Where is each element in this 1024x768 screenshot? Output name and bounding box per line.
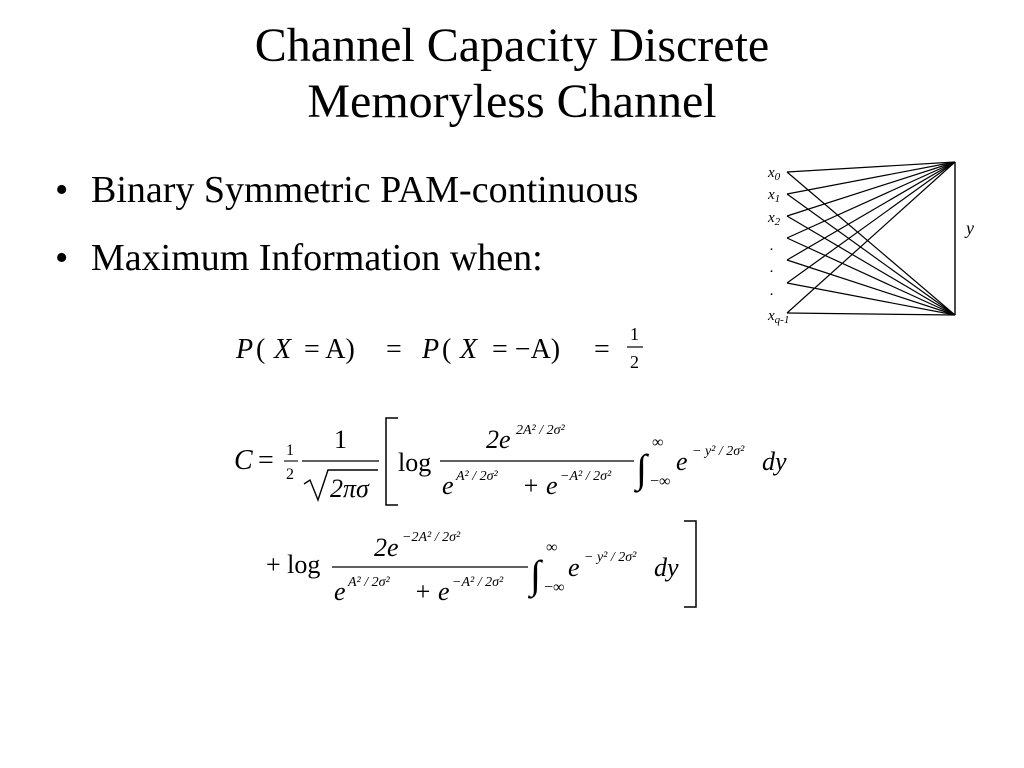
cap-den-e1: e (442, 471, 454, 500)
edge-to-bottom-0 (786, 171, 956, 316)
cap-int-upper-2: ∞ (546, 539, 557, 556)
cap-int-upper-1: ∞ (652, 434, 663, 451)
edge-to-bottom-3 (786, 237, 956, 316)
edge-to-top-5 (786, 161, 956, 284)
output-label: y (964, 218, 974, 238)
cap-den-exp2: −A² / 2σ² (560, 469, 612, 484)
cap-integrand-e-1: e (676, 447, 688, 476)
cap-integral-1: ∫ (633, 446, 650, 493)
bullet-dot: • (55, 169, 69, 211)
capacity-equation-line1: C = 1 2 1 2πσ log 2e 2A² / 2σ² e A² / 2σ… (234, 417, 787, 506)
channel-edges (786, 161, 956, 316)
cap-plus-log: + log (266, 550, 320, 579)
eq-lp: ( (256, 334, 265, 365)
edge-to-bottom-1 (786, 193, 956, 316)
cap-int-lower-1: −∞ (650, 473, 670, 490)
slide-title: Channel Capacity Discrete Memoryless Cha… (0, 18, 1024, 130)
cap-dy-2: dy (654, 553, 679, 582)
bullet-dot: • (55, 237, 69, 279)
cap-dy-1: dy (762, 447, 787, 476)
input-label-q-1: xq-1 (767, 308, 789, 326)
input-dot-3: . (770, 283, 774, 299)
eq-eqnegA: = −A) (492, 334, 560, 365)
capacity-equation-line2: + log 2e −2A² / 2σ² e A² / 2σ² + e −A² /… (266, 520, 697, 608)
input-dot-1: . (770, 238, 774, 254)
input-label-2: x2 (767, 210, 781, 228)
left-bracket (385, 417, 398, 506)
cap-den-e1b: e (334, 577, 346, 606)
edge-to-top-6 (786, 161, 956, 314)
cap-integrand-exp-1: − y² / 2σ² (692, 444, 745, 459)
probability-equation: P ( X = A) = P ( X = −A) = 1 2 (235, 324, 643, 372)
cap-log: log (398, 448, 431, 477)
eq-X2: X (459, 334, 478, 365)
eq-half-den: 2 (630, 352, 639, 372)
bullet-item-2: • Maximum Information when: (55, 236, 638, 280)
bullet-list: • Binary Symmetric PAM-continuous • Maxi… (55, 168, 638, 304)
sqrt-sign (303, 469, 378, 503)
cap-num1-exp: 2A² / 2σ² (516, 423, 566, 438)
eq-eqA: = A) (304, 334, 355, 365)
eq-eq2: = (594, 334, 610, 365)
cap-sqrt-body: 2πσ (330, 474, 370, 503)
cap-den-plus: + e (522, 471, 558, 500)
cap-half-den: 2 (286, 466, 294, 483)
input-label-1: x1 (767, 187, 780, 205)
input-labels: x0 x1 x2 . . . xq-1 (767, 165, 789, 326)
cap-num1: 2e (486, 425, 511, 454)
right-bracket (684, 520, 697, 608)
eq-P2: P (421, 334, 439, 365)
edge-to-top-0 (786, 161, 956, 173)
cap-den-plusb: + e (414, 577, 450, 606)
cap-den-exp1b: A² / 2σ² (347, 575, 391, 590)
bullet-text-2: Maximum Information when: (91, 237, 543, 279)
eq-X: X (273, 334, 292, 365)
cap-num2-exp: −2A² / 2σ² (402, 530, 461, 545)
cap-integrand-e-2: e (568, 553, 580, 582)
cap-den-exp2b: −A² / 2σ² (452, 575, 504, 590)
title-line-1: Channel Capacity Discrete (254, 19, 770, 72)
edge-to-top-2 (786, 161, 956, 217)
cap-num2: 2e (374, 533, 399, 562)
bullet-item-1: • Binary Symmetric PAM-continuous (55, 168, 638, 212)
cap-half-num: 1 (286, 442, 294, 459)
cap-den-exp1: A² / 2σ² (455, 469, 499, 484)
bullet-text-1: Binary Symmetric PAM-continuous (91, 169, 639, 211)
cap-integral-2: ∫ (527, 552, 544, 599)
input-label-0: x0 (767, 165, 781, 183)
eq-eq: = (386, 334, 402, 365)
eq-P: P (235, 334, 253, 365)
cap-eq: = (258, 445, 274, 476)
eq-half-num: 1 (630, 324, 639, 344)
edge-to-top-3 (786, 161, 956, 239)
title-line-2: Memoryless Channel (307, 75, 717, 128)
edge-to-top-1 (786, 161, 956, 195)
cap-C: C (234, 445, 253, 476)
cap-integrand-exp-2: − y² / 2σ² (584, 550, 637, 565)
eq-lp2: ( (442, 334, 451, 365)
edge-to-bottom-2 (786, 215, 956, 316)
edge-to-bottom-6 (786, 312, 956, 316)
cap-int-lower-2: −∞ (544, 579, 564, 596)
edge-to-top-4 (786, 161, 956, 261)
cap-frac-num: 1 (334, 425, 347, 454)
input-dot-2: . (770, 260, 774, 276)
edge-to-bottom-4 (786, 259, 956, 316)
